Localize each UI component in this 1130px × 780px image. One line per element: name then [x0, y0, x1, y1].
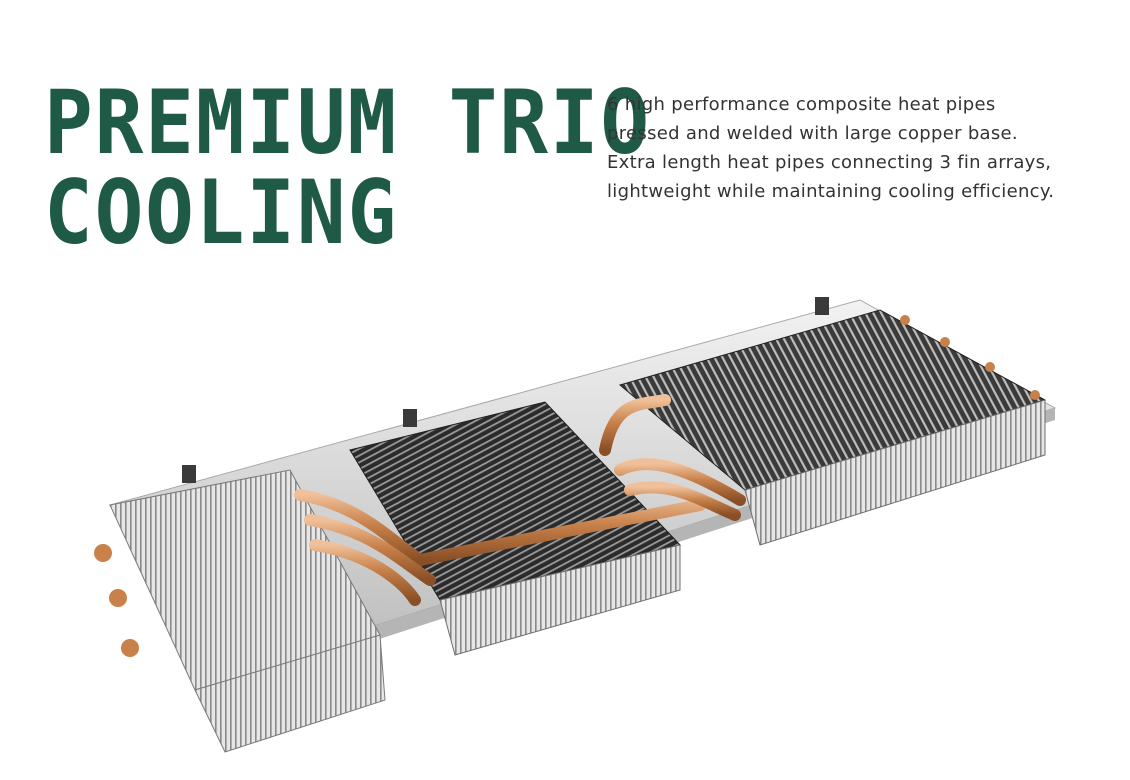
description-line-3: Extra length heat pipes connecting 3 fin…: [607, 152, 1052, 173]
description-line-2: pressed and welded with large copper bas…: [607, 123, 1018, 144]
headline-line-2: COOLING: [44, 161, 399, 264]
pipe-end-caps: [94, 315, 1040, 657]
fin-array-right: [618, 309, 1047, 546]
description: 6 high performance composite heat pipes …: [607, 90, 1107, 206]
description-line-1: 6 high performance composite heat pipes: [607, 94, 996, 115]
headline-line-1: PREMIUM TRIO: [44, 71, 651, 174]
mounting-tabs: [182, 297, 829, 483]
heatsink-image: [94, 297, 1057, 753]
description-line-4: lightweight while maintaining cooling ef…: [607, 181, 1055, 202]
headline: PREMIUM TRIO COOLING: [44, 78, 651, 258]
heat-pipes: [294, 394, 746, 606]
fin-array-middle: [349, 401, 681, 656]
